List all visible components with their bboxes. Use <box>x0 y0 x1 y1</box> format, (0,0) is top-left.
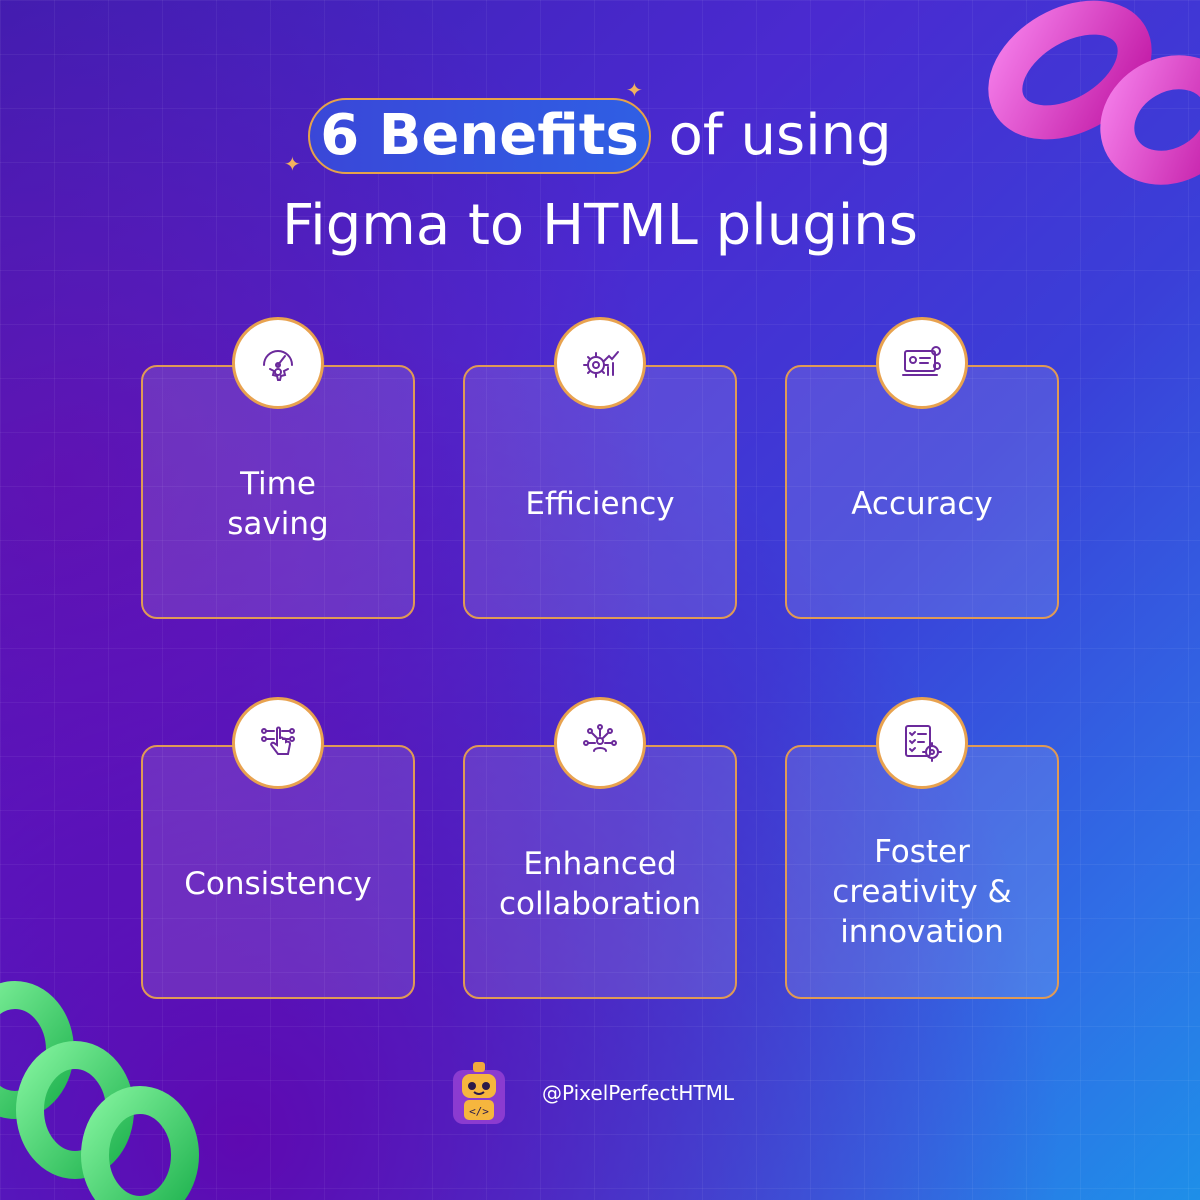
network-people-icon <box>583 724 617 752</box>
title-line-1-rest: of using <box>668 103 892 168</box>
monitor-dashboard-icon <box>902 346 941 376</box>
badge-circle <box>876 317 968 409</box>
sparkle-icon: ✦ <box>284 152 301 176</box>
page-title: 6 Benefits of using Figma to HTML plugin… <box>0 98 1200 264</box>
badge-circle <box>554 317 646 409</box>
footer-brand: </> @PixelPerfectHTML <box>450 1060 734 1126</box>
hand-pointer-nodes-icon <box>261 726 295 755</box>
benefit-label: Foster creativity & innovation <box>832 834 1012 950</box>
title-line-1: 6 Benefits of using <box>0 98 1200 174</box>
badge-circle <box>554 697 646 789</box>
sparkle-icon: ✦ <box>626 78 643 102</box>
svg-text:</>: </> <box>469 1105 489 1118</box>
title-highlight-pill: 6 Benefits <box>308 98 651 174</box>
badge-circle <box>232 317 324 409</box>
benefit-label: Efficiency <box>525 486 675 522</box>
badge-circle <box>876 697 968 789</box>
speedometer-gear-icon <box>263 350 293 381</box>
robot-mascot-logo: </> <box>453 1062 505 1124</box>
green-torus-decoration <box>0 981 199 1200</box>
benefit-label: Enhanced collaboration <box>499 846 701 922</box>
benefit-label: Consistency <box>184 866 372 902</box>
pink-torus-decoration <box>988 0 1200 185</box>
title-line-2: Figma to HTML plugins <box>282 193 918 258</box>
footer-handle: @PixelPerfectHTML <box>542 1081 734 1105</box>
gear-growth-chart-icon <box>583 351 619 378</box>
checklist-gear-icon <box>905 725 942 762</box>
badge-circle <box>232 697 324 789</box>
benefit-label: Time saving <box>227 466 329 542</box>
benefit-label: Accuracy <box>851 486 993 522</box>
